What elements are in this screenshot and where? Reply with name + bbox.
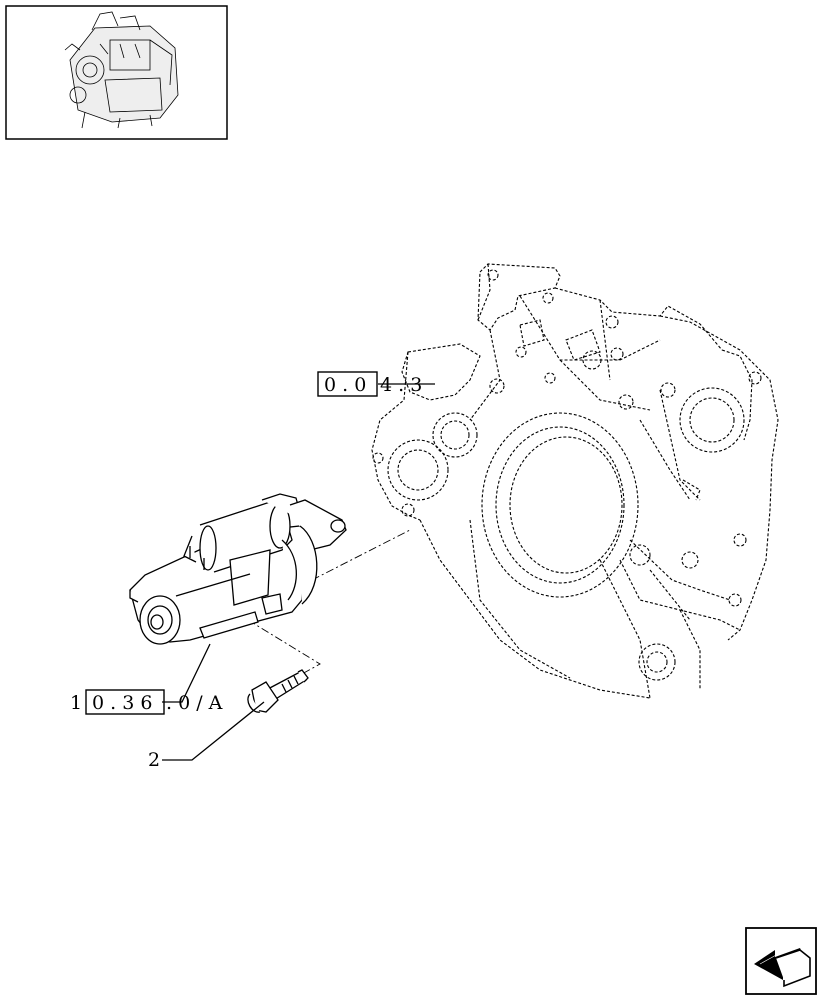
reference-box — [317, 371, 378, 397]
engine-thumbnail[interactable] — [5, 5, 228, 140]
starter-motor[interactable] — [129, 493, 347, 645]
reference-suffix: 4 . 3 — [380, 374, 422, 396]
reference-label-housing[interactable]: 0 . 0 4 . 3 — [317, 371, 422, 397]
next-page-arrow-icon — [754, 948, 811, 988]
callout-number: 2 — [148, 749, 160, 771]
reference-prefix: 1 — [70, 692, 82, 714]
leader-lines — [162, 383, 435, 761]
reference-suffix: . 0 / A — [166, 692, 223, 714]
reference-box-text: 0 . 3 6 — [92, 692, 152, 714]
reference-box — [85, 689, 165, 715]
next-page-button[interactable] — [745, 927, 817, 995]
alignment-line — [247, 529, 411, 675]
reference-box-text: 0 . 0 — [324, 374, 366, 396]
bolt[interactable] — [247, 669, 309, 713]
reference-label-starter[interactable]: 1 0 . 3 6 . 0 / A — [70, 689, 223, 715]
engine-thumbnail-icon — [64, 11, 179, 129]
flywheel-housing — [371, 263, 779, 699]
